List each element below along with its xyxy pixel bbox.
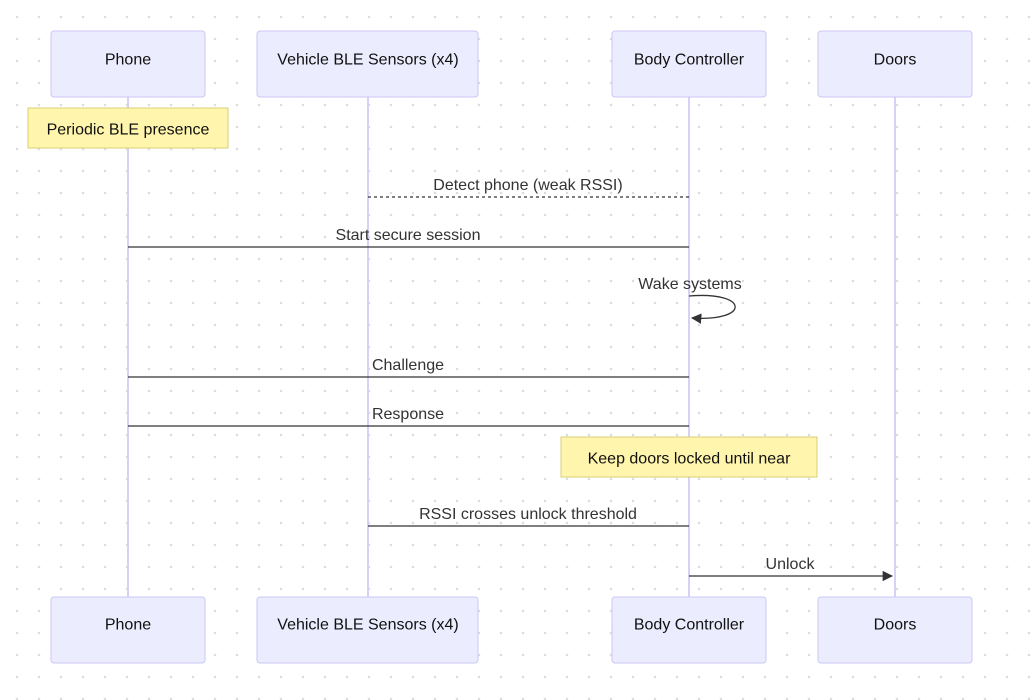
message-wake-systems: Wake systems	[638, 276, 742, 324]
actor-label: Doors	[874, 617, 917, 634]
message-detect-phone: Detect phone (weak RSSI)	[368, 177, 689, 198]
message-label: Response	[372, 406, 444, 423]
message-start-secure-session: Start secure session	[128, 227, 689, 248]
message-label: Wake systems	[638, 276, 741, 293]
actor-label: Phone	[105, 52, 151, 69]
message-rssi-crosses-threshold: RSSI crosses unlock threshold	[368, 506, 689, 527]
actor-phone-top: Phone	[50, 30, 206, 98]
actor-doors-bottom: Doors	[817, 596, 973, 664]
message-label: Detect phone (weak RSSI)	[433, 177, 622, 194]
actor-label: Doors	[874, 52, 917, 69]
actor-label: Body Controller	[634, 617, 745, 634]
actor-body-controller-bottom: Body Controller	[611, 596, 767, 664]
actor-body-controller-top: Body Controller	[611, 30, 767, 98]
note-keep-doors-locked: Keep doors locked until near	[560, 436, 818, 478]
actor-label: Body Controller	[634, 52, 745, 69]
message-challenge: Challenge	[128, 357, 689, 378]
note-periodic-ble-presence: Periodic BLE presence	[27, 107, 229, 149]
message-unlock: Unlock	[689, 556, 894, 582]
message-label: RSSI crosses unlock threshold	[419, 506, 637, 523]
actor-label: Phone	[105, 617, 151, 634]
actor-label: Vehicle BLE Sensors (x4)	[277, 617, 458, 634]
note-label: Keep doors locked until near	[588, 451, 791, 468]
self-loop-arrow	[688, 294, 736, 324]
actor-vehicle-ble-sensors-top: Vehicle BLE Sensors (x4)	[256, 30, 479, 98]
message-label: Start secure session	[336, 227, 481, 244]
actor-phone-bottom: Phone	[50, 596, 206, 664]
actor-doors-top: Doors	[817, 30, 973, 98]
actor-label: Vehicle BLE Sensors (x4)	[277, 52, 458, 69]
note-label: Periodic BLE presence	[47, 122, 210, 139]
actor-vehicle-ble-sensors-bottom: Vehicle BLE Sensors (x4)	[256, 596, 479, 664]
message-label: Challenge	[372, 357, 444, 374]
message-label: Unlock	[766, 556, 816, 573]
message-response: Response	[128, 406, 689, 427]
